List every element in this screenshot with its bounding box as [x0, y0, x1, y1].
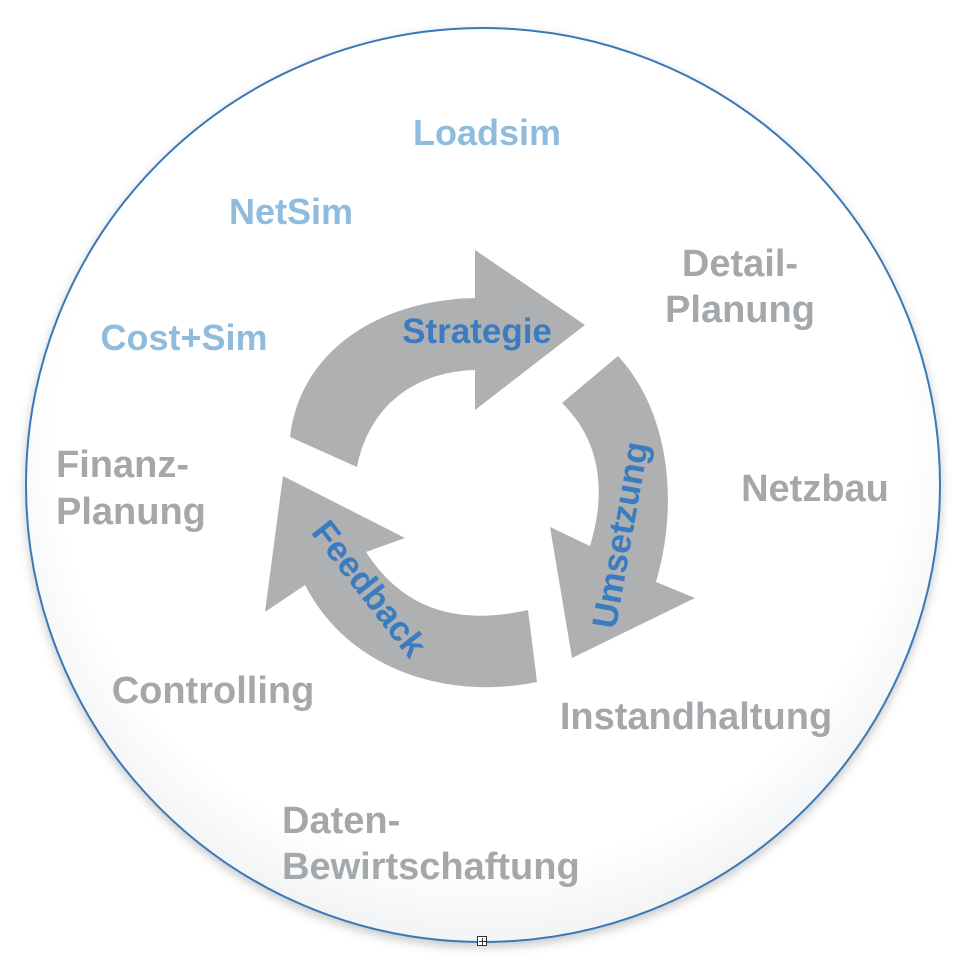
label-strategie: Strategie	[402, 312, 552, 351]
arrow-strategie	[290, 250, 585, 467]
label-detail-line2: Planung	[665, 289, 815, 331]
label-finanz-line2: Planung	[56, 491, 206, 533]
label-netsim: NetSim	[229, 191, 353, 232]
label-detail-line1: Detail-	[682, 243, 798, 285]
resize-handle[interactable]	[477, 936, 487, 946]
label-daten-line2: Bewirtschaftung	[282, 846, 580, 888]
arrow-umsetzung	[550, 356, 695, 658]
label-finanz-line1: Finanz-	[56, 444, 189, 486]
label-controlling: Controlling	[112, 670, 315, 712]
label-loadsim: Loadsim	[413, 112, 561, 153]
cycle-arrows	[265, 250, 695, 688]
label-costsim: Cost+Sim	[100, 317, 267, 358]
label-netzbau: Netzbau	[741, 468, 889, 510]
label-instandhaltung: Instandhaltung	[560, 696, 832, 738]
arrow-feedback	[265, 476, 537, 688]
label-daten-line1: Daten-	[282, 800, 400, 842]
